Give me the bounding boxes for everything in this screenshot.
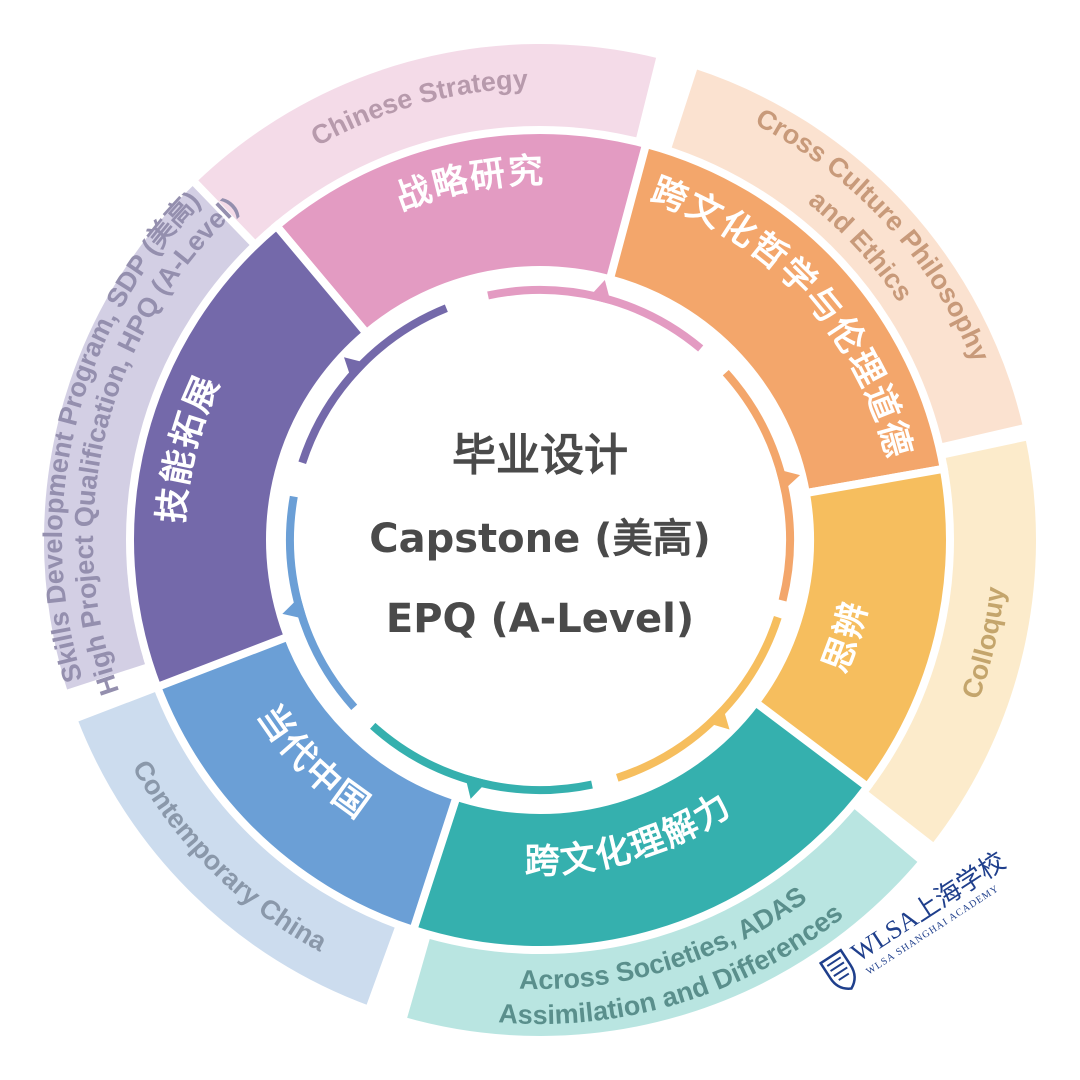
center-title-epq: EPQ (A-Level) [386, 596, 694, 642]
shield-crest-icon [818, 948, 856, 990]
center-disc [304, 304, 776, 776]
ring-arrow-strategy [587, 279, 612, 305]
inner-segment-philosophy [604, 139, 949, 498]
center-title-chinese: 毕业设计 [452, 430, 628, 481]
ring-arrow-adas [464, 774, 488, 799]
progress-ring [282, 279, 801, 799]
inner-segment-skills [126, 220, 373, 693]
center-title-group: 毕业设计 Capstone (美高) EPQ (A-Level) [369, 430, 710, 642]
ring-arrow-china [282, 596, 307, 620]
ring-arrow-skills [343, 357, 369, 382]
inner-ring [126, 126, 954, 954]
ring-arrow-philosophy [775, 468, 801, 493]
ring-arrow-colloquy [705, 705, 730, 730]
center-title-capstone: Capstone (美高) [369, 516, 710, 562]
